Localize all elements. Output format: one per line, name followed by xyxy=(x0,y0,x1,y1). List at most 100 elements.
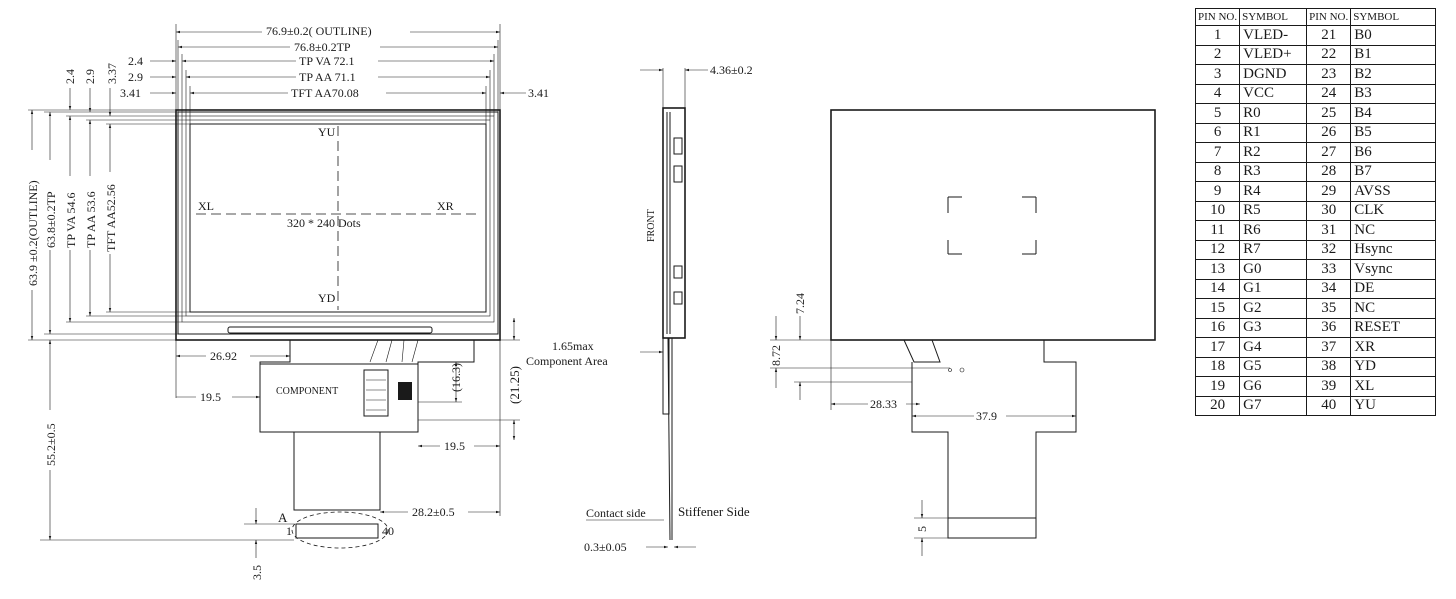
pin-number-cell: 14 xyxy=(1194,278,1241,299)
pin-symbol-cell: R5 xyxy=(1239,200,1308,221)
dim-tp-va-height: TP VA 54.6 xyxy=(64,193,78,248)
component-area-max: 1.65max xyxy=(552,339,594,353)
pin-number-cell: 5 xyxy=(1194,103,1241,124)
pin-number-cell: 24 xyxy=(1306,83,1352,104)
dim-5: 5 xyxy=(915,526,929,532)
component-area-label: Component Area xyxy=(526,354,608,368)
pin-symbol-cell: B6 xyxy=(1350,142,1437,163)
tp-aa xyxy=(185,119,491,317)
pin-symbol-cell: CLK xyxy=(1350,200,1437,221)
pin-number-cell: 31 xyxy=(1306,220,1352,241)
lcd-outline xyxy=(175,109,501,341)
side-panel xyxy=(662,107,686,339)
dim-top-337: 3.37 xyxy=(105,63,119,84)
pin-symbol-cell: R2 xyxy=(1239,142,1308,163)
dim-tp-width: 76.8±0.2TP xyxy=(294,40,351,54)
pin-number-cell: 9 xyxy=(1194,181,1241,202)
pin-symbol-cell: G6 xyxy=(1239,376,1308,397)
dim-outline-width: 76.9±0.2( OUTLINE) xyxy=(266,24,372,38)
pin-symbol-cell: G1 xyxy=(1239,278,1308,299)
pin-number-cell: 32 xyxy=(1306,239,1352,260)
pin-symbol-cell: R0 xyxy=(1239,103,1308,124)
pin-number-cell: 16 xyxy=(1194,317,1241,338)
front-label: FRONT xyxy=(646,209,657,242)
pin-symbol-cell: YU xyxy=(1350,395,1437,416)
pin-symbol-cell: R1 xyxy=(1239,122,1308,143)
pin-number-cell: 12 xyxy=(1194,239,1241,260)
pin-symbol-cell: G4 xyxy=(1239,337,1308,358)
tp-va xyxy=(181,115,495,323)
pin-symbol-cell: YD xyxy=(1350,356,1437,377)
component-pads xyxy=(363,369,389,417)
panel-bottom-strip xyxy=(227,326,433,334)
dim-comp-right: 19.5 xyxy=(444,439,465,453)
fpc-tail xyxy=(259,340,475,511)
pin-number-cell: 11 xyxy=(1194,220,1241,241)
dim-379: 37.9 xyxy=(976,409,997,423)
pin-symbol-cell: VCC xyxy=(1239,83,1308,104)
back-fpc xyxy=(903,339,1077,539)
pin-number-cell: 10 xyxy=(1194,200,1241,221)
tft-aa xyxy=(189,123,487,313)
pin-symbol-cell: B7 xyxy=(1350,161,1437,182)
pin-symbol-cell: B2 xyxy=(1350,64,1437,85)
header-symbol-2: SYMBOL xyxy=(1350,8,1437,26)
pin-number-cell: 38 xyxy=(1306,356,1352,377)
pin-number-cell: 23 xyxy=(1306,64,1352,85)
pin-number-cell: 27 xyxy=(1306,142,1352,163)
pin-number-cell: 18 xyxy=(1194,356,1241,377)
dim-left-341: 3.41 xyxy=(120,86,141,100)
pin-number-cell: 7 xyxy=(1194,142,1241,163)
dim-top-29: 2.9 xyxy=(83,69,97,84)
resolution-label: 320 * 240 Dots xyxy=(287,216,361,230)
yu-label: YU xyxy=(318,125,336,139)
pin-number-cell: 15 xyxy=(1194,298,1241,319)
pin-number-cell: 33 xyxy=(1306,259,1352,280)
dim-fpc-thickness: 0.3±0.05 xyxy=(584,540,627,554)
stiffener-side-label: Stiffener Side xyxy=(678,504,750,519)
pin-number-cell: 40 xyxy=(1306,395,1352,416)
dim-tp-aa-width: TP AA 71.1 xyxy=(299,70,356,84)
pin-symbol-cell: XL xyxy=(1350,376,1437,397)
dim-fpc-right: 28.2±0.5 xyxy=(412,505,455,519)
dim-2833: 28.33 xyxy=(870,397,897,411)
xl-label: XL xyxy=(198,199,214,213)
side-view: FRONT 4.36±0.2 1.65max Component Area Co… xyxy=(526,63,753,554)
pin-symbol-cell: R4 xyxy=(1239,181,1308,202)
header-symbol-1: SYMBOL xyxy=(1239,8,1308,26)
header-pin-no-2: PIN NO. xyxy=(1306,8,1352,26)
dim-top-24: 2.4 xyxy=(63,69,77,84)
back-panel xyxy=(830,109,1156,341)
pin-number-cell: 37 xyxy=(1306,337,1352,358)
pin-symbol-cell: DGND xyxy=(1239,64,1308,85)
front-view: YU YD XL XR 320 * 240 Dots 76.9±0.2( OUT… xyxy=(24,24,549,580)
dim-fpc-x: 26.92 xyxy=(210,349,237,363)
back-view: 7.24 8.72 28.33 37.9 5 xyxy=(769,109,1156,556)
header-pin-no-1: PIN NO. xyxy=(1194,8,1241,26)
component-chip xyxy=(398,382,412,400)
dim-outline-height: 63.9 ±0.2(OUTLINE) xyxy=(26,180,40,286)
pin-symbol-cell: B5 xyxy=(1350,122,1437,143)
pin-symbol-cell: Vsync xyxy=(1350,259,1437,280)
pin-symbol-cell: NC xyxy=(1350,220,1437,241)
pin-number-cell: 25 xyxy=(1306,103,1352,124)
tp-outline xyxy=(177,111,499,335)
pin-number-cell: 19 xyxy=(1194,376,1241,397)
pin-table-header: PIN NO. SYMBOL PIN NO. SYMBOL xyxy=(1194,8,1437,26)
dim-tp-va-width: TP VA 72.1 xyxy=(299,54,354,68)
dim-tp-height: 63.8±0.2TP xyxy=(44,191,58,248)
pin-symbol-cell: G3 xyxy=(1239,317,1308,338)
pin-symbol-cell: VLED+ xyxy=(1239,44,1308,65)
dim-right-341: 3.41 xyxy=(528,86,549,100)
pin-number-cell: 26 xyxy=(1306,122,1352,143)
back-contacts xyxy=(947,517,1037,539)
pin-symbol-cell: VLED- xyxy=(1239,25,1308,46)
